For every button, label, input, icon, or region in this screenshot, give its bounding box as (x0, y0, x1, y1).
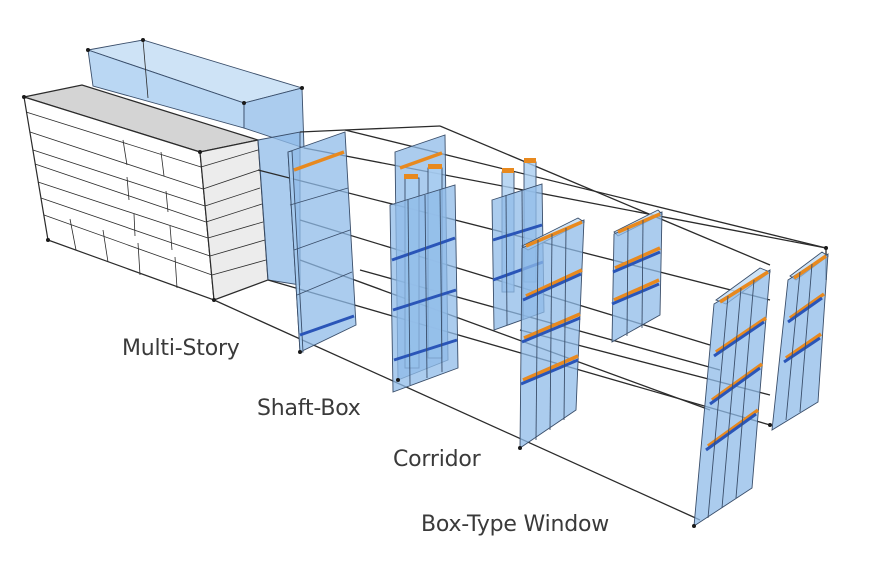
shaft-box-units (389, 134, 459, 393)
vertex-dots (22, 38, 828, 528)
multi-story-building (21, 84, 301, 301)
corridor-panel-front (519, 217, 585, 449)
box-type-window-front (693, 267, 771, 527)
label-multi-story: Multi-Story (122, 336, 240, 361)
label-shaft-box: Shaft-Box (257, 396, 361, 421)
label-box-type-window: Box-Type Window (421, 512, 610, 537)
floor-lines (25, 111, 267, 289)
rooftop-glass-volume (86, 39, 305, 149)
label-corridor: Corridor (393, 447, 481, 472)
box-type-window-rear (771, 251, 829, 431)
corridor-panel-rear (611, 209, 663, 343)
multi-story-facade-panel (287, 131, 357, 353)
